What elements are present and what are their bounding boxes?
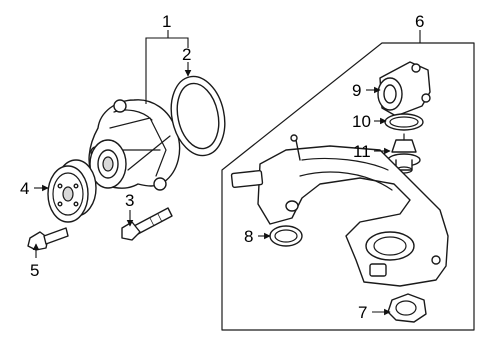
thermostat — [387, 133, 421, 174]
housing-o-ring — [384, 113, 424, 131]
tube-o-ring — [269, 225, 303, 247]
water-pump — [88, 99, 181, 191]
callout-3: 3 — [125, 191, 134, 210]
callout-2: 2 — [182, 45, 191, 64]
small-bolt — [27, 227, 69, 251]
callout-4: 4 — [20, 179, 29, 198]
callout-7: 7 — [358, 303, 367, 322]
assembly-frame — [221, 42, 475, 331]
leader-1 — [145, 37, 189, 104]
callout-8: 8 — [244, 227, 253, 246]
pump-pulley — [47, 159, 97, 223]
callout-11: 11 — [353, 142, 371, 161]
callout-9: 9 — [352, 81, 361, 100]
callout-5: 5 — [30, 261, 39, 280]
callout-6: 6 — [415, 12, 424, 31]
thermostat-housing — [377, 61, 431, 117]
callout-1: 1 — [162, 12, 171, 31]
callout-10: 10 — [352, 112, 371, 131]
pump-gasket — [170, 75, 226, 157]
long-bolt — [121, 207, 173, 241]
tube-gasket — [387, 293, 427, 323]
water-inlet-tube — [230, 134, 449, 287]
